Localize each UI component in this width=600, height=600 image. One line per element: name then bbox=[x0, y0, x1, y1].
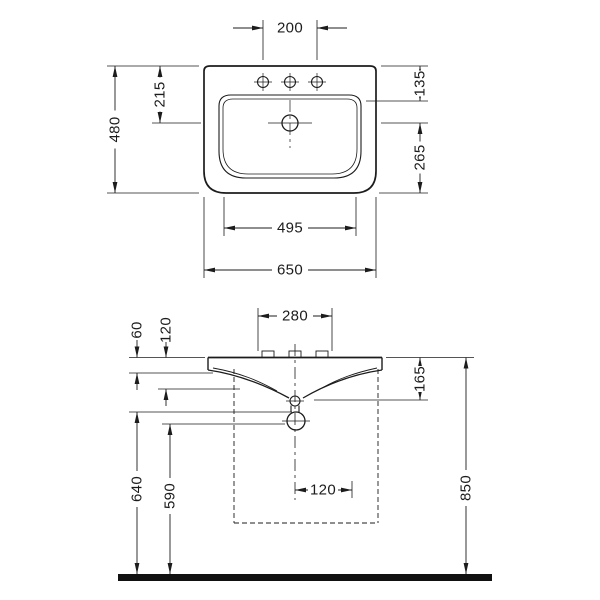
bowl-rim-line bbox=[218, 94, 362, 179]
top-view bbox=[203, 65, 377, 194]
front-view-dimensions: 280 60 120 bbox=[129, 308, 475, 574]
bowl-contour-left bbox=[212, 367, 278, 392]
tap-hole-center bbox=[281, 73, 299, 91]
dim-front-edge-width-label: 495 bbox=[277, 220, 303, 237]
basin-outline bbox=[203, 65, 377, 194]
front-view bbox=[118, 344, 492, 581]
dim-opening-width-label: 280 bbox=[282, 308, 308, 325]
tap-hole-profile-left bbox=[261, 350, 275, 358]
drain-hole bbox=[268, 100, 312, 148]
bowl-contour-right bbox=[321, 367, 378, 389]
dim-opening-width: 280 bbox=[257, 308, 333, 351]
dim-rear-to-bowl-label: 135 bbox=[412, 71, 429, 97]
dim-outlet-offset: 120 bbox=[295, 481, 353, 499]
tap-hole-profile-right bbox=[315, 350, 329, 358]
basin-underside-left bbox=[207, 369, 290, 399]
dim-rim-to-outlet-label: 165 bbox=[412, 366, 429, 392]
dim-underside-height: 640 bbox=[129, 411, 292, 574]
vanity-unit-outline bbox=[233, 369, 379, 524]
dim-trap-height-label: 590 bbox=[162, 483, 179, 509]
basin-underside-right bbox=[302, 369, 383, 399]
dim-front-height: 120 bbox=[158, 317, 240, 406]
dim-front-edge-width: 495 bbox=[223, 197, 357, 237]
dim-depth: 480 bbox=[107, 65, 199, 194]
dim-depth-label: 480 bbox=[107, 117, 124, 143]
floor-line bbox=[118, 574, 492, 581]
dim-rear-to-drain-label: 215 bbox=[152, 82, 169, 108]
dim-tap-spacing: 200 bbox=[233, 20, 347, 60]
dim-tap-spacing-label: 200 bbox=[277, 20, 303, 37]
tap-hole-left bbox=[254, 73, 272, 91]
dim-rim-height-label: 850 bbox=[458, 475, 475, 501]
dim-underside-height-label: 640 bbox=[129, 476, 146, 502]
dim-rear-to-drain: 215 bbox=[152, 66, 201, 124]
dim-drain-to-front-label: 265 bbox=[412, 145, 429, 171]
dim-rim-to-outlet: 165 bbox=[314, 357, 474, 401]
dim-trap-height: 590 bbox=[162, 423, 285, 574]
bowl-inner-line bbox=[222, 98, 358, 175]
dim-total-width-label: 650 bbox=[277, 262, 303, 279]
top-view-dimensions: 200 480 215 bbox=[107, 20, 429, 279]
trap-connection bbox=[282, 411, 310, 431]
dim-rear-to-bowl: 135 bbox=[366, 65, 429, 102]
dim-edge-height-label: 60 bbox=[129, 321, 146, 338]
dim-total-width: 650 bbox=[203, 197, 377, 279]
dim-drain-to-front: 265 bbox=[379, 122, 429, 194]
dim-front-height-label: 120 bbox=[158, 317, 175, 343]
dim-outlet-offset-label: 120 bbox=[310, 482, 336, 499]
dim-rim-height: 850 bbox=[458, 357, 475, 574]
dim-edge-height: 60 bbox=[129, 321, 213, 390]
tap-hole-right bbox=[308, 73, 326, 91]
